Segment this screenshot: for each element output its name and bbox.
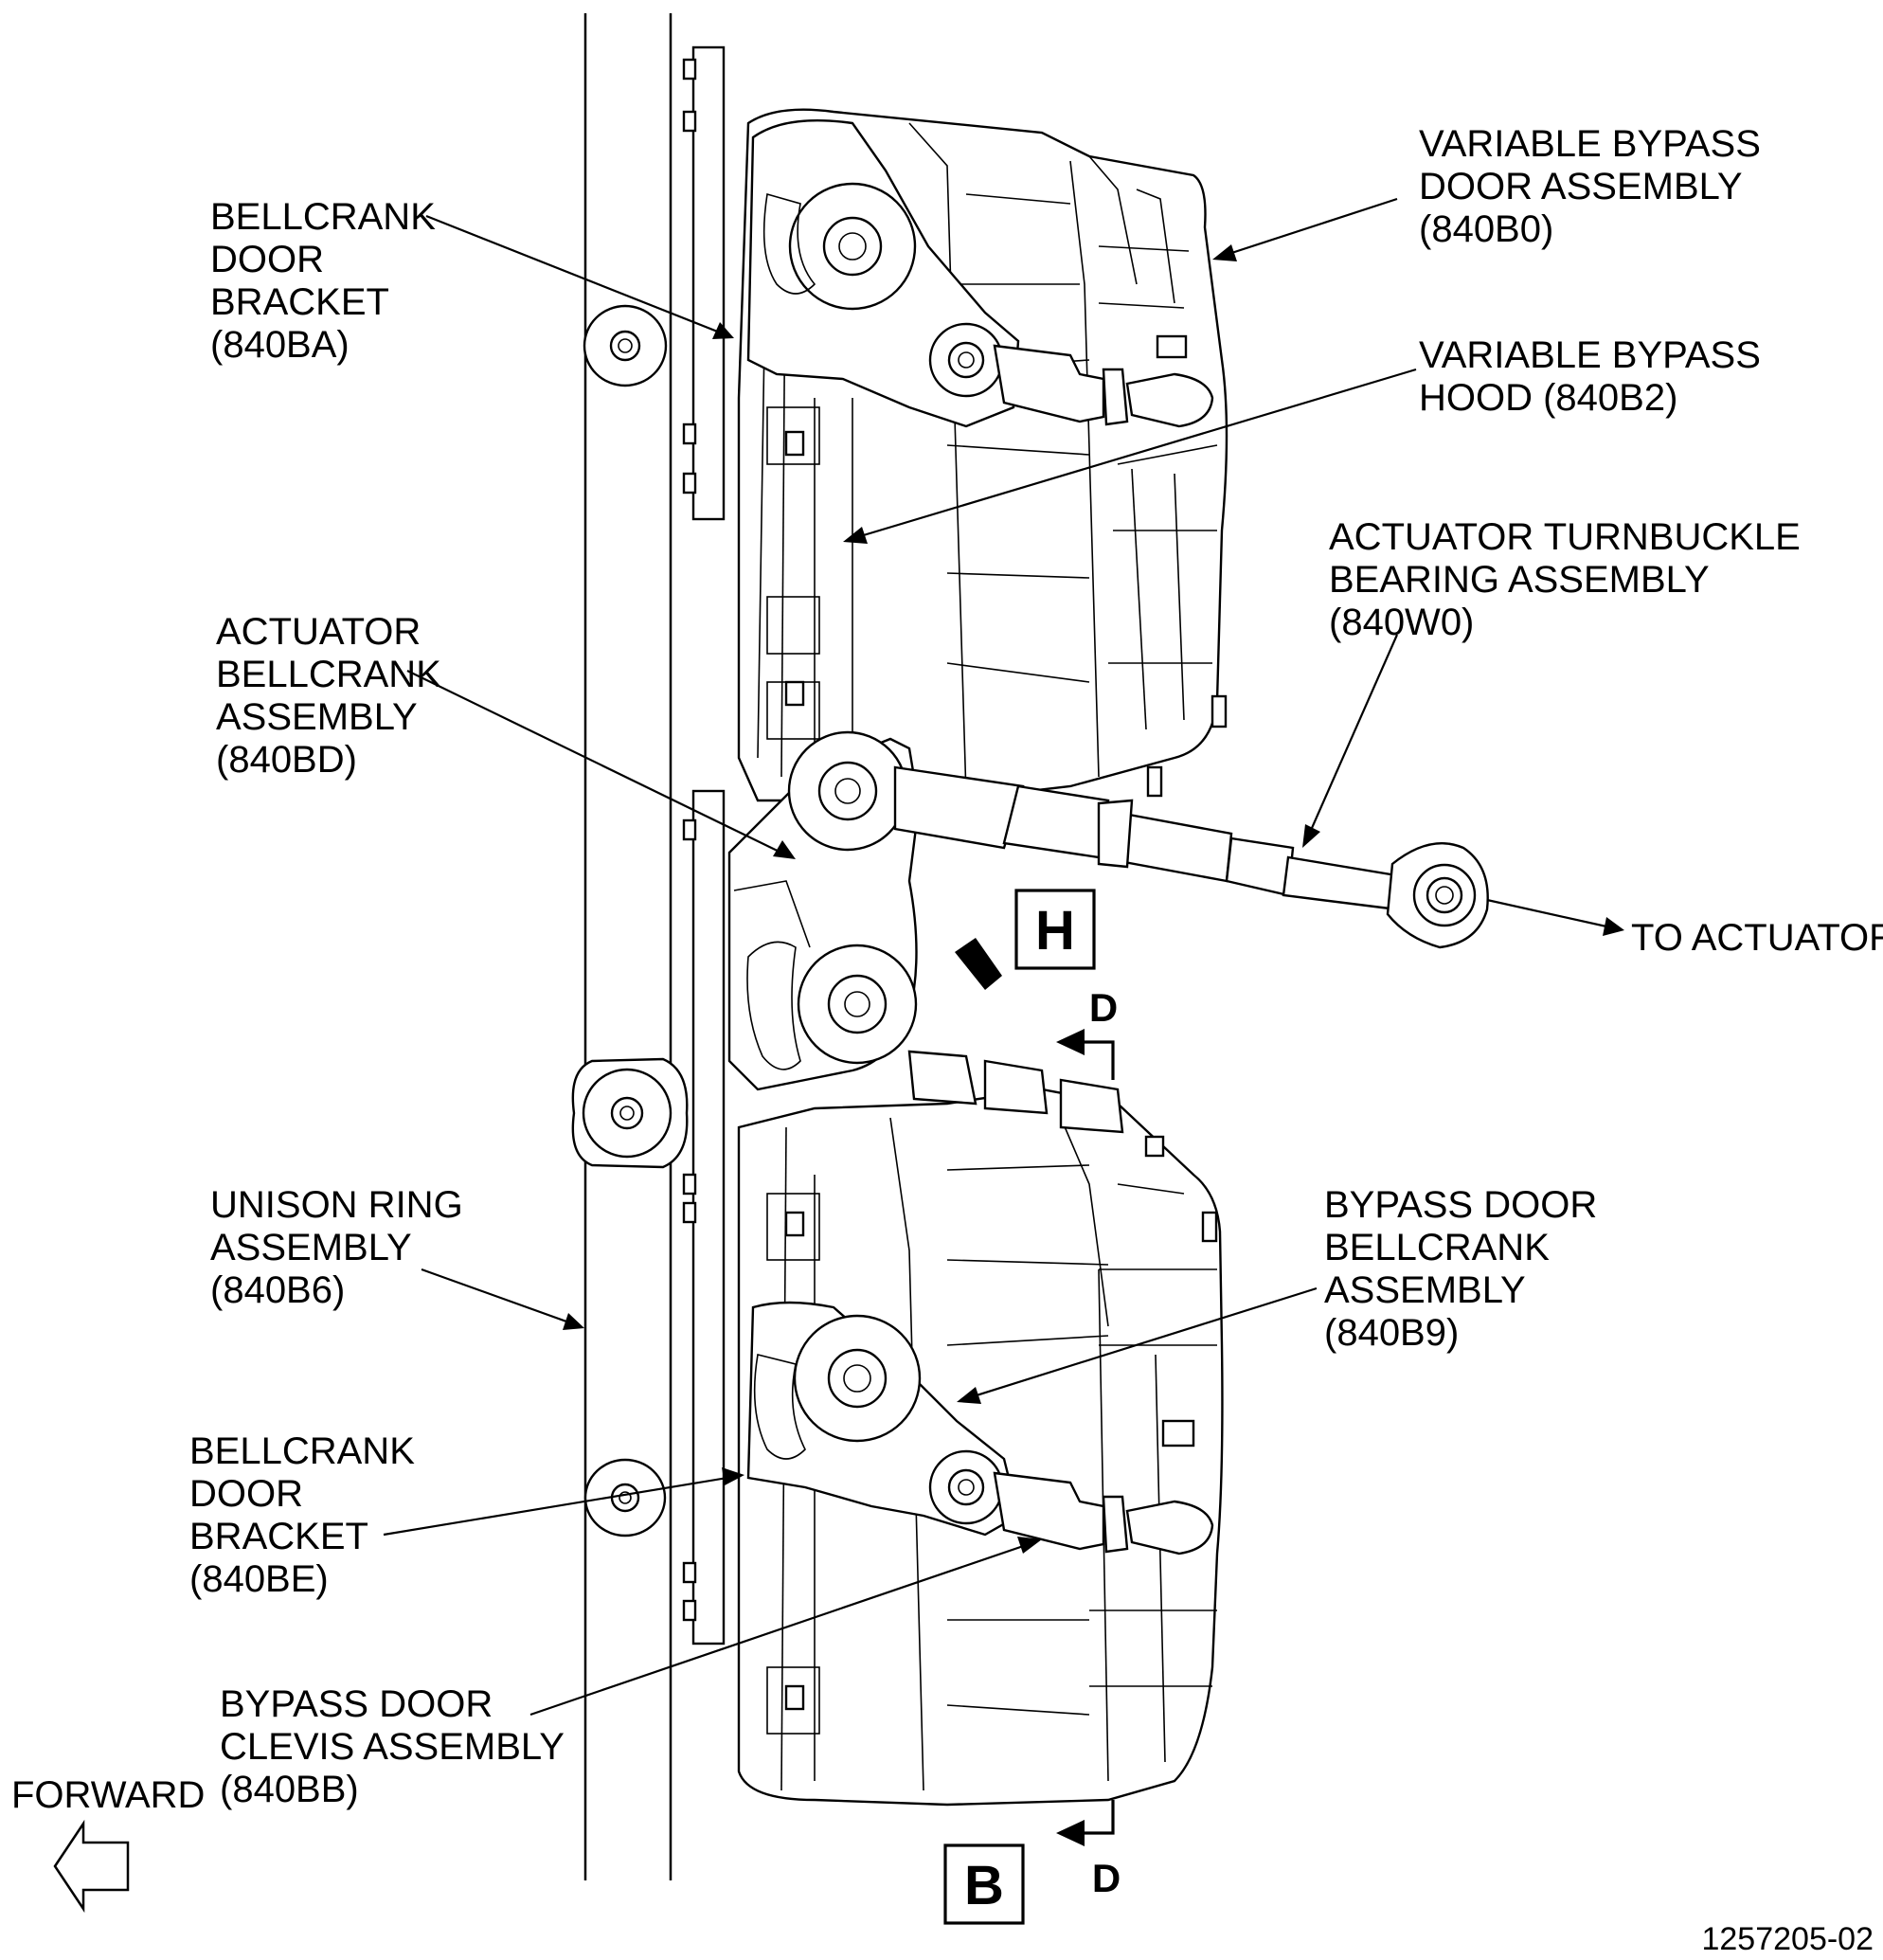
callout-actuator-turnbuckle-bearing-assembly: ACTUATOR TURNBUCKLE BEARING ASSEMBLY (84… (1329, 516, 1811, 643)
upper-bellcrank-door-bracket (746, 118, 1214, 428)
section-d-upper-label: D (1089, 985, 1118, 1030)
mounting-plate (682, 45, 726, 1645)
callout-bypass-door-clevis-assembly: BYPASS DOOR CLEVIS ASSEMBLY (840BB) (220, 1683, 574, 1810)
callout-bellcrank-door-bracket-lower: BELLCRANK DOOR BRACKET (840BE) (189, 1430, 425, 1600)
figure-number: 1257205-02 (1701, 1921, 1874, 1957)
actuator-turnbuckle-bearing (893, 765, 1489, 949)
actuator-bellcrank (727, 730, 921, 1091)
callout-bellcrank-door-bracket-upper: BELLCRANK DOOR BRACKET (840BA) (210, 196, 446, 366)
unison-ring-bosses (571, 304, 689, 1537)
view-b-label: B (964, 1855, 1004, 1916)
forward-arrow-icon (53, 1819, 130, 1914)
detail-h-label: H (1035, 900, 1075, 962)
section-d-lower-label: D (1092, 1856, 1121, 1900)
section-d-lower-marker: D (1056, 1800, 1121, 1900)
detail-h-marker: H (955, 889, 1096, 990)
callout-variable-bypass-door-assembly: VARIABLE BYPASS DOOR ASSEMBLY (840B0) (1419, 123, 1771, 250)
forward-label: FORWARD (11, 1774, 205, 1816)
callout-variable-bypass-hood: VARIABLE BYPASS HOOD (840B2) (1419, 334, 1771, 419)
lower-bellcrank-door-bracket (746, 1301, 1214, 1555)
view-b-marker: B (943, 1843, 1025, 1925)
unison-ring-rails (583, 13, 672, 1880)
callout-unison-ring-assembly: UNISON RING ASSEMBLY (840B6) (210, 1184, 474, 1311)
callout-bypass-door-bellcrank-assembly: BYPASS DOOR BELLCRANK ASSEMBLY (840B9) (1324, 1184, 1607, 1354)
callout-to-actuator: TO ACTUATOR (1631, 917, 1883, 959)
leader-lines (383, 197, 1624, 1717)
section-d-upper-marker: D (1056, 985, 1118, 1080)
callout-actuator-bellcrank-assembly: ACTUATOR BELLCRANK ASSEMBLY (840BD) (216, 611, 452, 781)
